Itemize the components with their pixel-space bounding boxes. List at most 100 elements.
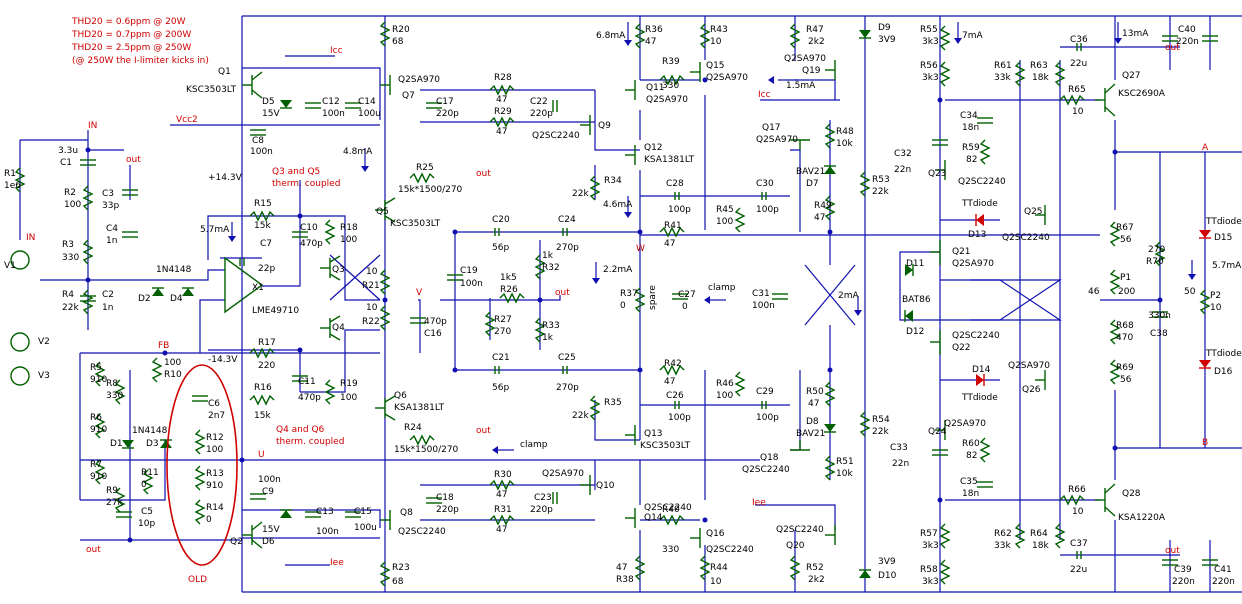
component-label: 22k: [62, 303, 79, 313]
component-label: 100: [206, 445, 223, 455]
component-label: R9: [106, 486, 118, 496]
component-label: 100n: [322, 109, 345, 119]
component-label: 2n7: [208, 411, 225, 421]
component-label: D1: [110, 439, 123, 449]
component-label: D8: [806, 417, 819, 427]
component-label: 18n: [962, 123, 979, 133]
component-label: 15V: [262, 109, 280, 119]
component-label: R61: [994, 61, 1012, 71]
component-label: Q15: [706, 61, 725, 71]
component-label: R41: [664, 221, 682, 231]
component-label: Q2SA970: [398, 75, 440, 85]
component-label: R54: [872, 415, 890, 425]
component-label: 47: [664, 377, 675, 387]
component-label: Q2SC2240: [532, 131, 580, 141]
component-label: R2: [64, 188, 76, 198]
component-label: 100p: [756, 413, 779, 423]
component-label: C41: [1214, 565, 1232, 575]
component-label: R29: [494, 107, 512, 117]
component-label: C26: [666, 391, 684, 401]
component-label: Q2: [230, 537, 243, 547]
wiring: [19, 15, 1242, 593]
component-label: C30: [756, 179, 774, 189]
component-label: R28: [494, 73, 512, 83]
thd-notes: THD20 = 0.6ppm @ 20W THD20 = 0.7ppm @ 20…: [71, 17, 209, 66]
component-label: 18k: [1032, 73, 1049, 83]
component-label: BAT86: [902, 295, 931, 305]
component-label: Q2SC2240: [742, 465, 790, 475]
component-label: R27: [494, 315, 512, 325]
component-label: R50: [806, 387, 824, 397]
component-label: R60: [962, 439, 980, 449]
component-label: C1: [60, 158, 72, 168]
component-label: R18: [340, 223, 358, 233]
component-label: 470p: [300, 239, 323, 249]
component-label: Q2SC2240: [1002, 233, 1050, 243]
component-label: 100p: [668, 205, 691, 215]
component-label: 910: [90, 472, 107, 482]
component-label: C6: [208, 399, 220, 409]
component-label: TTdiode: [1205, 349, 1242, 359]
component-label: R58: [920, 565, 938, 575]
component-label: LME49710: [252, 306, 299, 316]
component-label: R70: [1146, 257, 1164, 267]
component-label: D14: [972, 365, 991, 375]
component-label: Q3: [332, 265, 345, 275]
component-label: R57: [920, 529, 938, 539]
component-label: R52: [806, 563, 824, 573]
component-label: C18: [436, 493, 454, 503]
component-label: 100: [64, 200, 81, 210]
component-label: Q2SC2240: [398, 527, 446, 537]
component-label: Q21: [952, 247, 971, 257]
component-label: 3V9: [878, 557, 896, 567]
component-label: 82: [966, 155, 977, 165]
component-label: Q2SA970: [646, 95, 688, 105]
component-label: TTdiode: [961, 393, 998, 403]
rail-minus: -14.3V: [208, 355, 238, 365]
component-label: 56: [1120, 235, 1132, 245]
component-label: C2: [102, 290, 114, 300]
component-label: 6.8mA: [596, 31, 626, 41]
component-label: 100n: [258, 475, 281, 485]
component-label: 7mA: [962, 31, 983, 41]
component-label: 470: [1116, 333, 1133, 343]
thd-line: (@ 250W the I-limiter kicks in): [72, 56, 209, 66]
thermal-note-q3-q5: therm. coupled: [272, 179, 340, 189]
component-label: 220n: [1212, 577, 1235, 587]
net-clamp: clamp: [708, 283, 736, 293]
component-label: Q24: [928, 427, 947, 437]
component-label: R10: [164, 370, 182, 380]
component-label: C4: [106, 224, 118, 234]
net-iee: Iee: [330, 558, 344, 568]
component-label: R19: [340, 379, 358, 389]
current-arrows: [228, 22, 1196, 454]
component-label: R51: [836, 457, 854, 467]
component-label: R33: [542, 321, 560, 331]
component-label: 220n: [1176, 37, 1199, 47]
component-label: 910: [206, 481, 223, 491]
component-label: 56p: [492, 383, 509, 393]
component-label: 10: [1072, 507, 1084, 517]
component-label: Q10: [596, 481, 615, 491]
component-label: 47: [496, 490, 507, 500]
component-label: R66: [1068, 485, 1086, 495]
component-label: 10: [366, 267, 378, 277]
component-label: 22u: [1070, 565, 1087, 575]
component-label: R63: [1030, 61, 1048, 71]
net-v: V: [416, 288, 423, 298]
component-label: 22k: [872, 427, 889, 437]
net-in: IN: [26, 233, 35, 243]
component-label: KSA1381LT: [644, 155, 695, 165]
component-label: 100p: [668, 413, 691, 423]
component-label: 100n: [460, 279, 483, 289]
component-label: R68: [1116, 321, 1134, 331]
component-label: 56: [1120, 375, 1132, 385]
component-label: Q19: [802, 66, 821, 76]
component-label: 47: [496, 525, 507, 535]
component-label: D16: [1214, 367, 1233, 377]
component-label: 3k3: [922, 541, 939, 551]
component-label: Q14: [644, 513, 663, 523]
component-label: R64: [1030, 529, 1048, 539]
component-label: 22u: [1070, 59, 1087, 69]
component-label: Q28: [1122, 489, 1141, 499]
